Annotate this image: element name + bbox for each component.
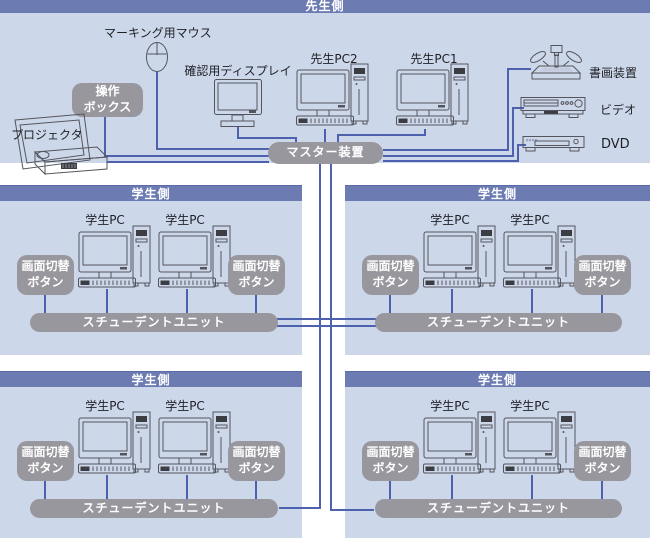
student-pc-label: 学生PC <box>165 399 205 413</box>
switch-button-line2: ボタン <box>372 461 409 475</box>
student-panel-header: 学生側 <box>0 185 302 201</box>
projector-label: プロジェクタ <box>11 128 83 142</box>
document-camera-label: 書画装置 <box>589 66 638 80</box>
student-unit-bar: スチューデントユニット <box>30 499 278 518</box>
switch-button-line2: ボタン <box>584 275 621 289</box>
video-deck-icon <box>520 97 586 118</box>
switch-button-line1: 画面切替 <box>21 259 70 274</box>
teacher-pc1-label: 先生PC1 <box>410 52 458 66</box>
pc-icon <box>423 411 496 474</box>
screen-switch-button: 画面切替 ボタン <box>228 441 285 481</box>
student-pc-label: 学生PC <box>85 213 125 227</box>
switch-button-line1: 画面切替 <box>366 445 415 460</box>
pc-icon <box>78 225 151 288</box>
control-box-line1: 操作 <box>95 84 120 99</box>
switch-button-line2: ボタン <box>238 461 275 475</box>
switch-button-line1: 画面切替 <box>21 445 70 460</box>
screen-switch-button: 画面切替 ボタン <box>362 255 419 295</box>
screen-switch-button: 画面切替 ボタン <box>574 441 631 481</box>
student-unit-bar: スチューデントユニット <box>375 313 622 332</box>
student-pc-label: 学生PC <box>165 213 205 227</box>
dvd-player-icon <box>522 136 585 152</box>
dvd-label: DVD <box>601 137 630 152</box>
student-panel-header: 学生側 <box>345 185 650 201</box>
switch-button-line2: ボタン <box>238 275 275 289</box>
display-icon <box>214 79 262 127</box>
student-pc-label: 学生PC <box>510 399 550 413</box>
control-box: 操作 ボックス <box>72 83 143 117</box>
control-box-line2: ボックス <box>83 100 132 114</box>
switch-button-line1: 画面切替 <box>578 445 627 460</box>
pc-icon <box>296 63 369 126</box>
pc-icon <box>396 63 469 126</box>
pc-icon <box>423 225 496 288</box>
student-panel-header: 学生側 <box>0 371 302 387</box>
switch-button-line2: ボタン <box>584 461 621 475</box>
student-panel-header: 学生側 <box>345 371 650 387</box>
screen-switch-button: 画面切替 ボタン <box>228 255 285 295</box>
switch-button-line2: ボタン <box>372 275 409 289</box>
screen-switch-button: 画面切替 ボタン <box>17 255 74 295</box>
pc-icon <box>158 225 231 288</box>
screen-switch-button: 画面切替 ボタン <box>17 441 74 481</box>
screen-switch-button: 画面切替 ボタン <box>574 255 631 295</box>
mouse-icon <box>146 42 168 72</box>
pc-icon <box>158 411 231 474</box>
switch-button-line1: 画面切替 <box>232 445 281 460</box>
pc-icon <box>503 411 576 474</box>
switch-button-line1: 画面切替 <box>366 259 415 274</box>
student-pc-label: 学生PC <box>430 213 470 227</box>
master-unit: マスター装置 <box>268 142 383 164</box>
switch-button-line2: ボタン <box>27 275 64 289</box>
switch-button-line1: 画面切替 <box>578 259 627 274</box>
screen-switch-button: 画面切替 ボタン <box>362 441 419 481</box>
student-unit-bar: スチューデントユニット <box>375 499 622 518</box>
pc-icon <box>78 411 151 474</box>
teacher-pc2-label: 先生PC2 <box>310 52 358 66</box>
document-camera-icon <box>530 45 582 80</box>
confirm-display-label: 確認用ディスプレイ <box>184 64 292 78</box>
student-unit-bar: スチューデントユニット <box>30 313 278 332</box>
teacher-panel-header: 先生側 <box>0 0 650 13</box>
marking-mouse-label: マーキング用マウス <box>104 26 212 40</box>
video-label: ビデオ <box>600 103 637 117</box>
projector-icon <box>14 113 109 176</box>
switch-button-line2: ボタン <box>27 461 64 475</box>
switch-button-line1: 画面切替 <box>232 259 281 274</box>
student-pc-label: 学生PC <box>430 399 470 413</box>
student-pc-label: 学生PC <box>85 399 125 413</box>
pc-icon <box>503 225 576 288</box>
student-pc-label: 学生PC <box>510 213 550 227</box>
